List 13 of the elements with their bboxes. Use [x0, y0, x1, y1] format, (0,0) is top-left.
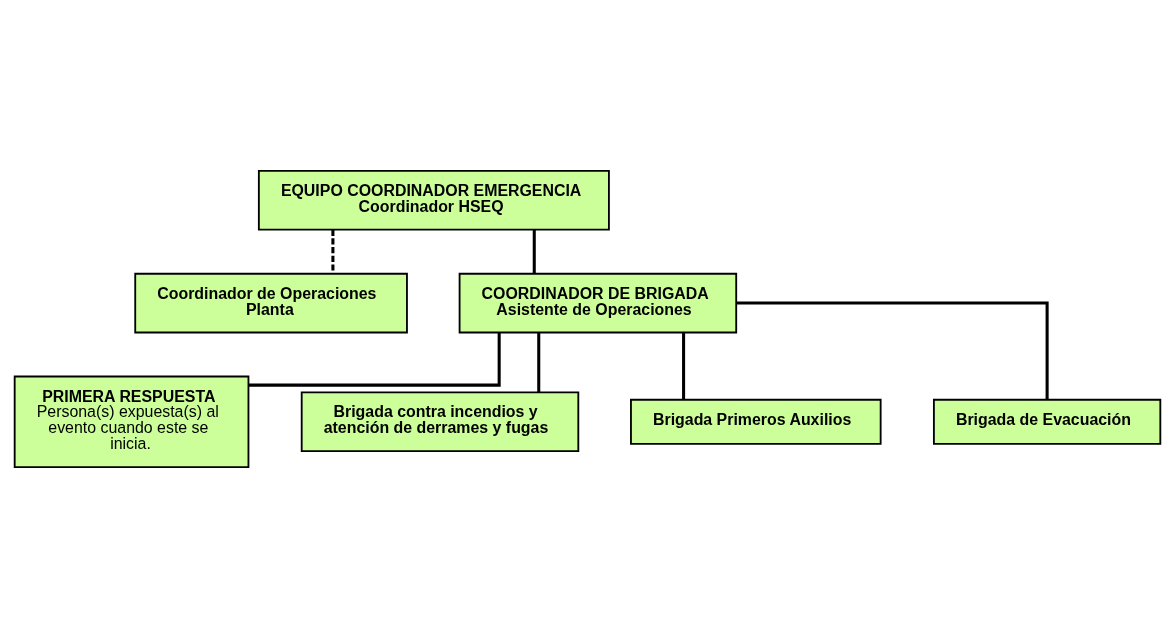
- connector: [537, 332, 541, 392]
- node-box: Brigada de Evacuación: [932, 398, 1162, 445]
- connector: [331, 229, 335, 273]
- node-box: EQUIPO COORDINADOR EMERGENCIA Coordinador HSEQ: [257, 169, 610, 231]
- node-box: PRIMERA RESPUESTA Persona(s) expuesta(s) al evento cuando este se inicia.: [13, 375, 250, 468]
- connector: [532, 229, 536, 273]
- node-box: Coordinador de Operaciones Planta: [134, 272, 408, 333]
- node-box: Brigada Primeros Auxilios: [630, 398, 882, 445]
- connector: [682, 332, 686, 400]
- node-box: Brigada contra incendios y atención de derrames y fugas: [300, 391, 580, 452]
- connector: [248, 332, 501, 387]
- connector: [736, 301, 1049, 399]
- node-box: COORDINADOR DE BRIGADA Asistente de Operaciones: [458, 272, 738, 333]
